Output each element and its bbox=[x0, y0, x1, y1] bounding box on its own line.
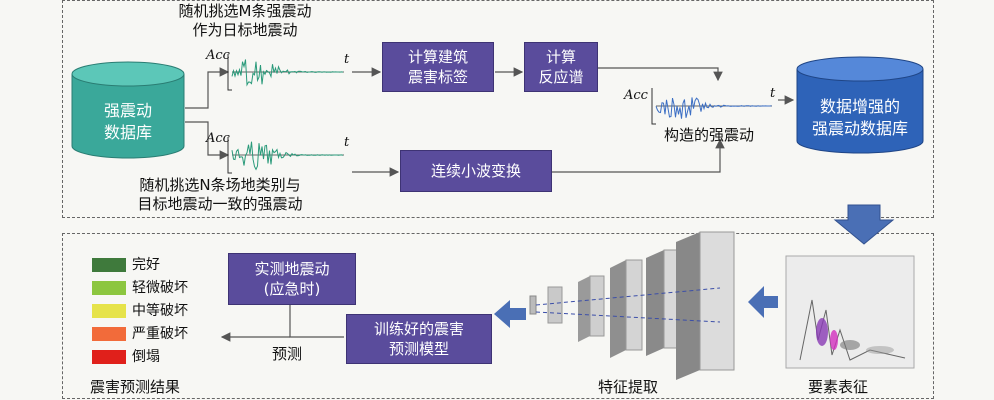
trained-model-box: 训练好的震害 预测模型 bbox=[346, 314, 492, 364]
legend-swatch-1 bbox=[92, 281, 126, 295]
axis-acc-2: Acc bbox=[206, 131, 230, 146]
waveform-constructed bbox=[655, 97, 772, 119]
legend-swatch-4 bbox=[92, 350, 126, 364]
down-arrow bbox=[833, 204, 895, 245]
augmented-db-label: 数据增强的 强震动数据库 bbox=[811, 97, 908, 138]
axis-t-2: t bbox=[344, 135, 350, 150]
legend-swatch-2 bbox=[92, 304, 126, 318]
legend-label-1: 轻微破坏 bbox=[132, 280, 188, 296]
strong-motion-db-icon bbox=[71, 61, 185, 159]
augmented-db-icon bbox=[796, 56, 924, 154]
top-panel bbox=[62, 0, 934, 218]
element-repr-image bbox=[785, 255, 915, 369]
element-repr-text: 要素表征 bbox=[808, 378, 869, 396]
wavelet-transform-box: 连续小波变换 bbox=[400, 150, 552, 192]
waveform-constructed-axis bbox=[651, 88, 656, 125]
left-arrow-model bbox=[494, 300, 526, 328]
left-arrow-repr bbox=[748, 286, 778, 318]
select-m-text: 随机挑选M条强震动 作为日标地震动 bbox=[178, 2, 312, 39]
measured-motion-box: 实测地震动 (应急时) bbox=[228, 253, 356, 305]
result-title: 震害预测结果 bbox=[90, 378, 181, 396]
calc-spectrum-box: 计算 反应谱 bbox=[524, 42, 598, 92]
legend-label-4: 倒塌 bbox=[132, 349, 160, 365]
axis-t-3: t bbox=[770, 86, 776, 101]
connector-spectrum-constructed bbox=[598, 67, 723, 82]
legend-label-0: 完好 bbox=[132, 257, 160, 273]
constructed-text: 构造的强震动 bbox=[664, 126, 755, 144]
waveform-selected-n bbox=[231, 141, 344, 171]
bottom-panel bbox=[62, 233, 934, 399]
db-label: 强震动 数据库 bbox=[103, 101, 152, 142]
waveform-selected-m bbox=[231, 59, 344, 87]
select-n-text: 随机挑选N条场地类别与 目标地震动一致的强震动 bbox=[137, 176, 303, 213]
cnn-layers bbox=[529, 231, 735, 380]
axis-acc-1: Acc bbox=[206, 48, 230, 63]
axis-acc-3: Acc bbox=[624, 88, 648, 103]
connector-db-top bbox=[185, 67, 230, 109]
waveform-selected-m-axis bbox=[227, 54, 232, 91]
legend-label-2: 中等破坏 bbox=[132, 303, 188, 319]
feature-extract-text: 特征提取 bbox=[598, 378, 659, 396]
legend-label-3: 严重破坏 bbox=[132, 326, 188, 342]
connector-db-bottom bbox=[185, 121, 230, 160]
calc-damage-label-box: 计算建筑 震害标签 bbox=[382, 42, 494, 92]
waveform-selected-n-axis bbox=[227, 137, 232, 174]
axis-t-1: t bbox=[344, 52, 350, 67]
predict-text: 预测 bbox=[272, 345, 303, 363]
connector-wavelet-db bbox=[552, 138, 725, 173]
legend-swatch-3 bbox=[92, 327, 126, 341]
legend-swatch-0 bbox=[92, 258, 126, 272]
